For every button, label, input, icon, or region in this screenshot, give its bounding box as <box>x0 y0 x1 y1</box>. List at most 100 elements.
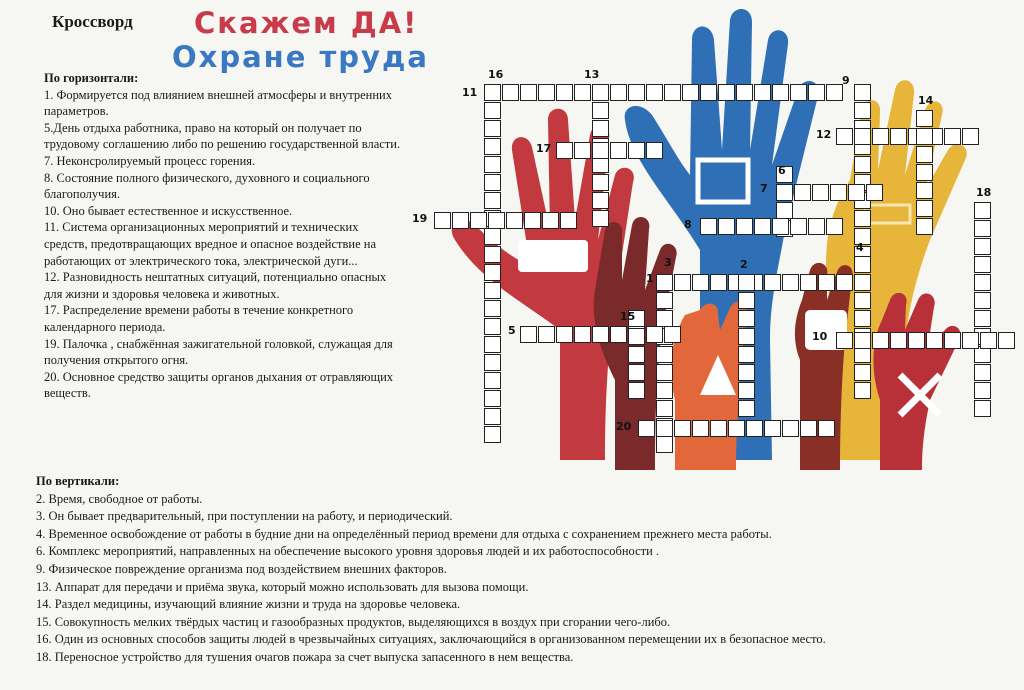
crossword-cell[interactable] <box>854 292 871 309</box>
crossword-cell[interactable] <box>854 364 871 381</box>
crossword-cell[interactable] <box>790 84 807 101</box>
crossword-cell[interactable] <box>974 310 991 327</box>
crossword-cell[interactable] <box>656 364 673 381</box>
crossword-cell[interactable] <box>974 274 991 291</box>
crossword-cell[interactable] <box>764 420 781 437</box>
crossword-cell[interactable] <box>484 174 501 191</box>
crossword-cell[interactable] <box>974 202 991 219</box>
crossword-cell[interactable] <box>916 182 933 199</box>
crossword-cell[interactable] <box>738 310 755 327</box>
crossword-cell[interactable] <box>628 346 645 363</box>
crossword-cell[interactable] <box>826 218 843 235</box>
crossword-cell[interactable] <box>916 218 933 235</box>
crossword-cell[interactable] <box>592 102 609 119</box>
crossword-cell[interactable] <box>484 390 501 407</box>
crossword-cell[interactable] <box>854 210 871 227</box>
crossword-cell[interactable] <box>700 218 717 235</box>
crossword-cell[interactable] <box>470 212 487 229</box>
crossword-cell[interactable] <box>692 420 709 437</box>
crossword-cell[interactable] <box>484 282 501 299</box>
crossword-cell[interactable] <box>974 364 991 381</box>
crossword-cell[interactable] <box>854 274 871 291</box>
crossword-cell[interactable] <box>866 184 883 201</box>
crossword-cell[interactable] <box>610 84 627 101</box>
crossword-cell[interactable] <box>962 128 979 145</box>
crossword-cell[interactable] <box>664 326 681 343</box>
crossword-cell[interactable] <box>736 84 753 101</box>
crossword-cell[interactable] <box>916 146 933 163</box>
crossword-cell[interactable] <box>872 128 889 145</box>
crossword-cell[interactable] <box>574 326 591 343</box>
crossword-cell[interactable] <box>916 164 933 181</box>
crossword-cell[interactable] <box>974 256 991 273</box>
crossword-cell[interactable] <box>484 246 501 263</box>
crossword-cell[interactable] <box>484 228 501 245</box>
crossword-cell[interactable] <box>484 300 501 317</box>
crossword-cell[interactable] <box>556 84 573 101</box>
crossword-cell[interactable] <box>776 202 793 219</box>
crossword-cell[interactable] <box>700 84 717 101</box>
crossword-cell[interactable] <box>628 142 645 159</box>
crossword-cell[interactable] <box>854 382 871 399</box>
crossword-cell[interactable] <box>542 212 559 229</box>
crossword-cell[interactable] <box>538 326 555 343</box>
crossword-cell[interactable] <box>646 142 663 159</box>
crossword-cell[interactable] <box>908 332 925 349</box>
crossword-cell[interactable] <box>854 310 871 327</box>
crossword-cell[interactable] <box>916 128 933 145</box>
crossword-cell[interactable] <box>656 382 673 399</box>
crossword-cell[interactable] <box>520 326 537 343</box>
crossword-cell[interactable] <box>638 420 655 437</box>
crossword-cell[interactable] <box>574 84 591 101</box>
crossword-cell[interactable] <box>484 408 501 425</box>
crossword-cell[interactable] <box>772 218 789 235</box>
crossword-cell[interactable] <box>854 128 871 145</box>
crossword-cell[interactable] <box>646 326 663 343</box>
crossword-cell[interactable] <box>628 310 645 327</box>
crossword-cell[interactable] <box>746 420 763 437</box>
crossword-cell[interactable] <box>926 332 943 349</box>
crossword-cell[interactable] <box>848 184 865 201</box>
crossword-cell[interactable] <box>656 310 673 327</box>
crossword-cell[interactable] <box>776 184 793 201</box>
crossword-cell[interactable] <box>808 84 825 101</box>
crossword-cell[interactable] <box>682 84 699 101</box>
crossword-cell[interactable] <box>738 292 755 309</box>
crossword-cell[interactable] <box>738 346 755 363</box>
crossword-cell[interactable] <box>646 84 663 101</box>
crossword-cell[interactable] <box>656 274 673 291</box>
crossword-cell[interactable] <box>776 166 793 183</box>
crossword-cell[interactable] <box>854 332 871 349</box>
crossword-cell[interactable] <box>718 218 735 235</box>
crossword-cell[interactable] <box>764 274 781 291</box>
crossword-cell[interactable] <box>944 332 961 349</box>
crossword-cell[interactable] <box>754 218 771 235</box>
crossword-cell[interactable] <box>674 420 691 437</box>
crossword-cell[interactable] <box>916 200 933 217</box>
crossword-cell[interactable] <box>830 184 847 201</box>
crossword-cell[interactable] <box>836 332 853 349</box>
crossword-cell[interactable] <box>484 372 501 389</box>
crossword-cell[interactable] <box>818 274 835 291</box>
crossword-cell[interactable] <box>574 142 591 159</box>
crossword-cell[interactable] <box>736 218 753 235</box>
crossword-cell[interactable] <box>818 420 835 437</box>
crossword-cell[interactable] <box>974 292 991 309</box>
crossword-cell[interactable] <box>854 228 871 245</box>
crossword-cell[interactable] <box>452 212 469 229</box>
crossword-cell[interactable] <box>738 382 755 399</box>
crossword-cell[interactable] <box>592 210 609 227</box>
crossword-cell[interactable] <box>520 84 537 101</box>
crossword-cell[interactable] <box>556 326 573 343</box>
crossword-cell[interactable] <box>434 212 451 229</box>
crossword-cell[interactable] <box>488 212 505 229</box>
crossword-cell[interactable] <box>890 128 907 145</box>
crossword-cell[interactable] <box>836 128 853 145</box>
crossword-cell[interactable] <box>808 218 825 235</box>
crossword-cell[interactable] <box>962 332 979 349</box>
crossword-cell[interactable] <box>826 84 843 101</box>
crossword-cell[interactable] <box>560 212 577 229</box>
crossword-cell[interactable] <box>794 184 811 201</box>
crossword-cell[interactable] <box>738 274 755 291</box>
crossword-cell[interactable] <box>628 382 645 399</box>
